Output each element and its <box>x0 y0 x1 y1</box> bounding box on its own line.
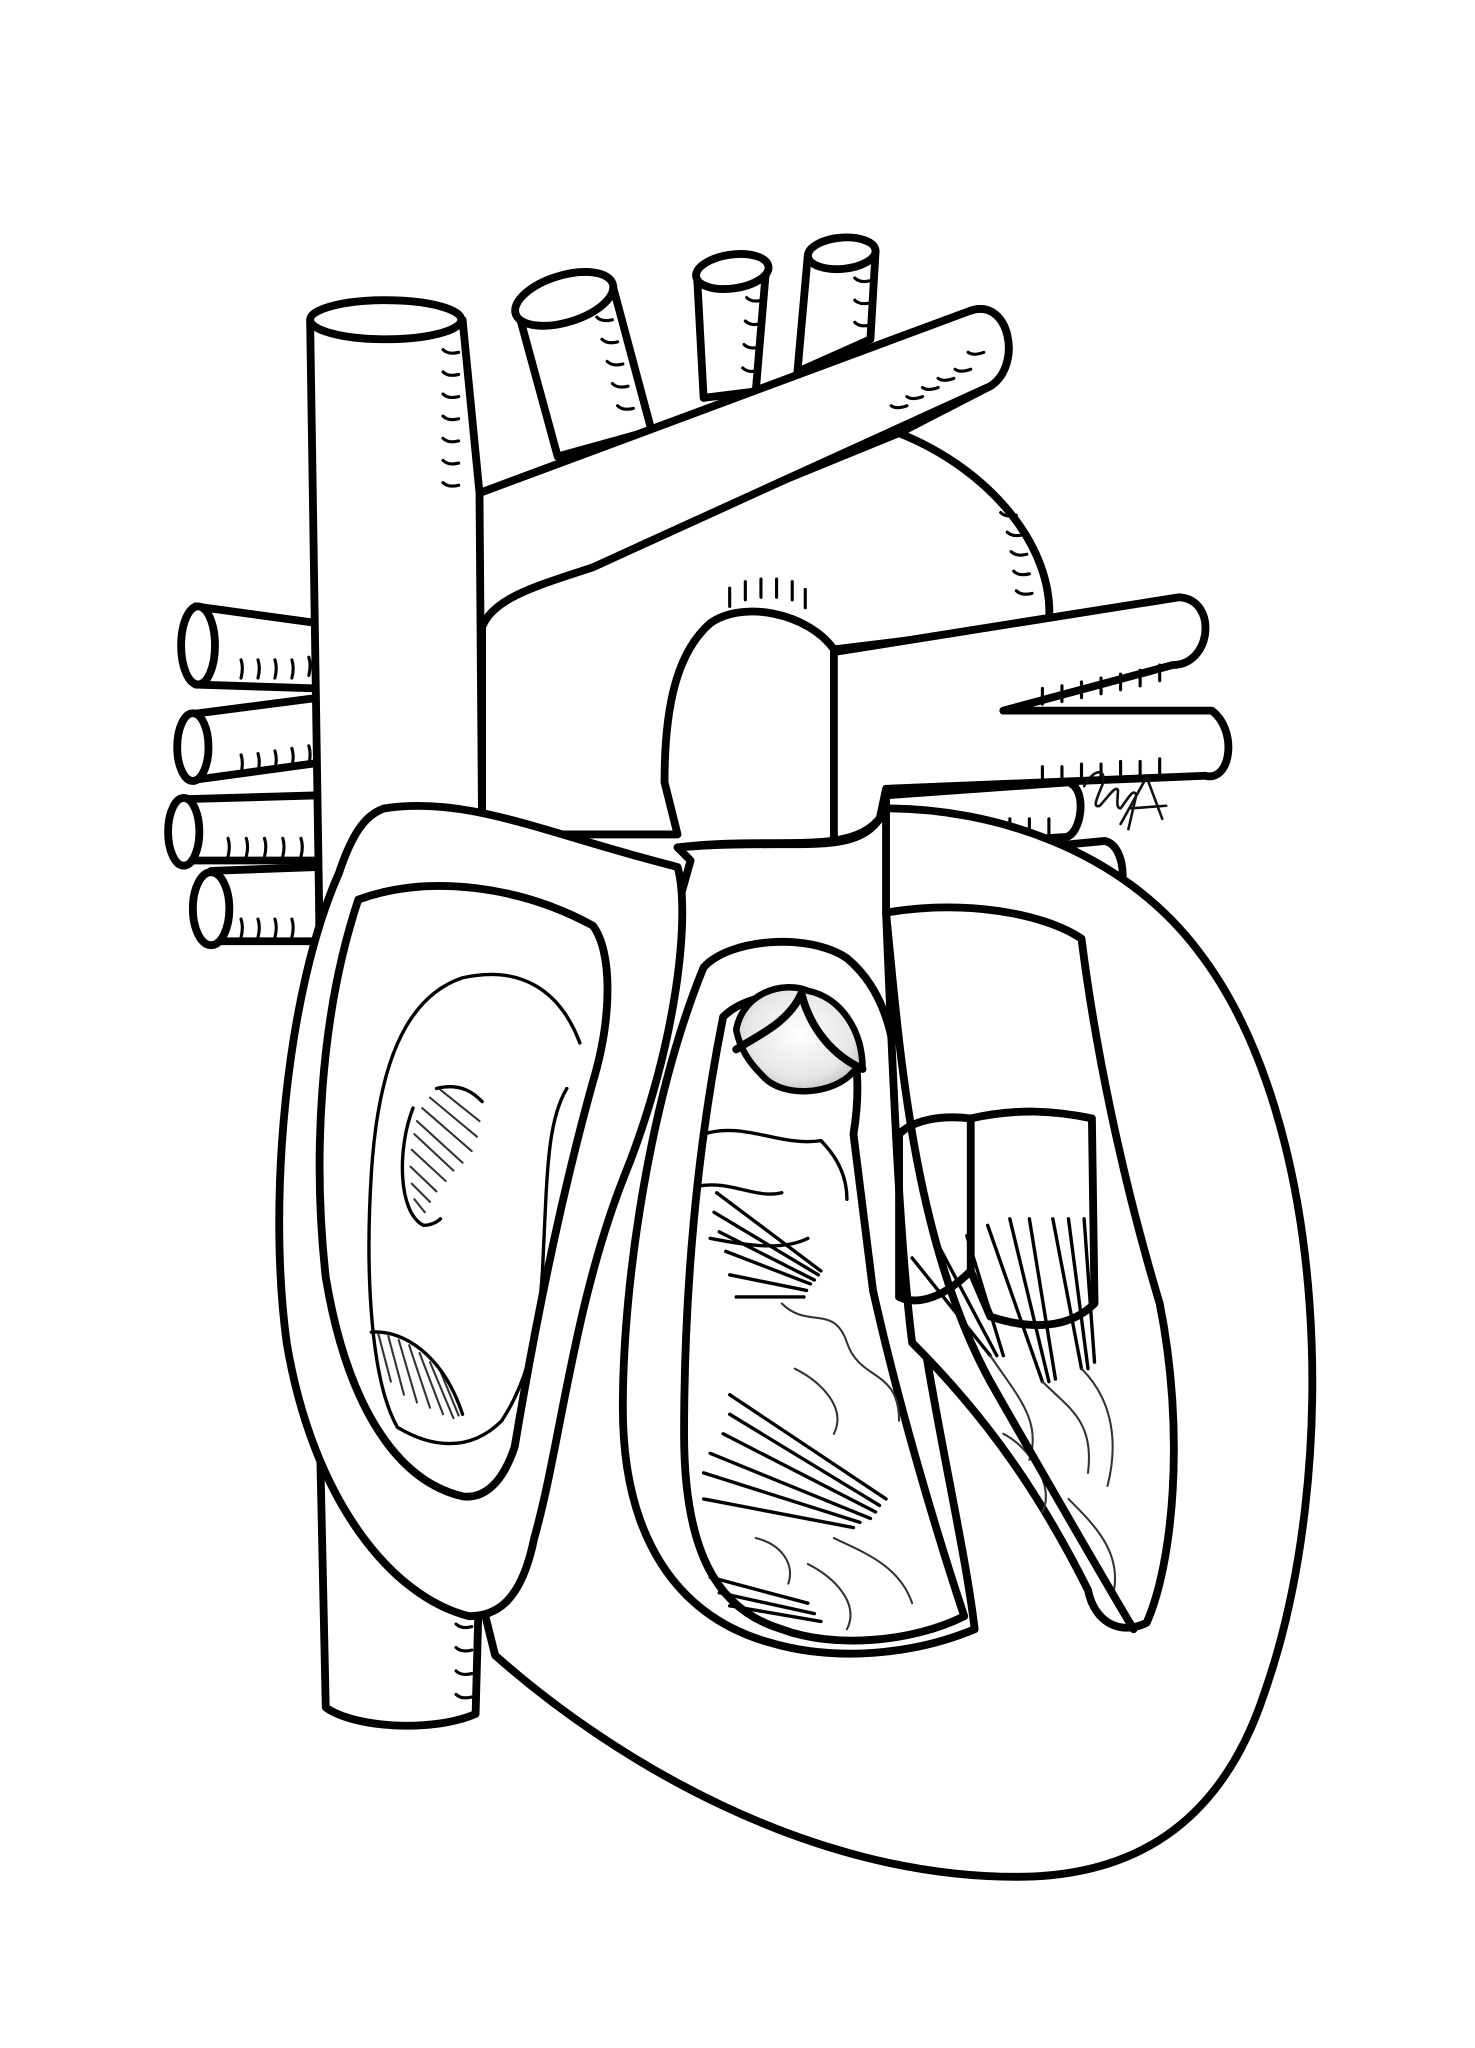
artist-signature <box>1082 771 1168 831</box>
left-common-carotid <box>692 250 773 402</box>
signature-text: MA <box>1095 790 1097 791</box>
aortic-arch <box>458 305 1054 839</box>
left-ventricle <box>882 903 1178 1632</box>
septum-line <box>882 804 1138 1634</box>
left-subclavian <box>793 233 880 376</box>
pulmonary-valve <box>732 984 867 1095</box>
right-ventricle <box>618 937 979 1658</box>
right-atrium <box>275 801 687 1621</box>
brachiocephalic-artery <box>511 268 656 461</box>
superior-vena-cava <box>306 296 487 917</box>
right-pulmonary-veins <box>164 602 324 950</box>
